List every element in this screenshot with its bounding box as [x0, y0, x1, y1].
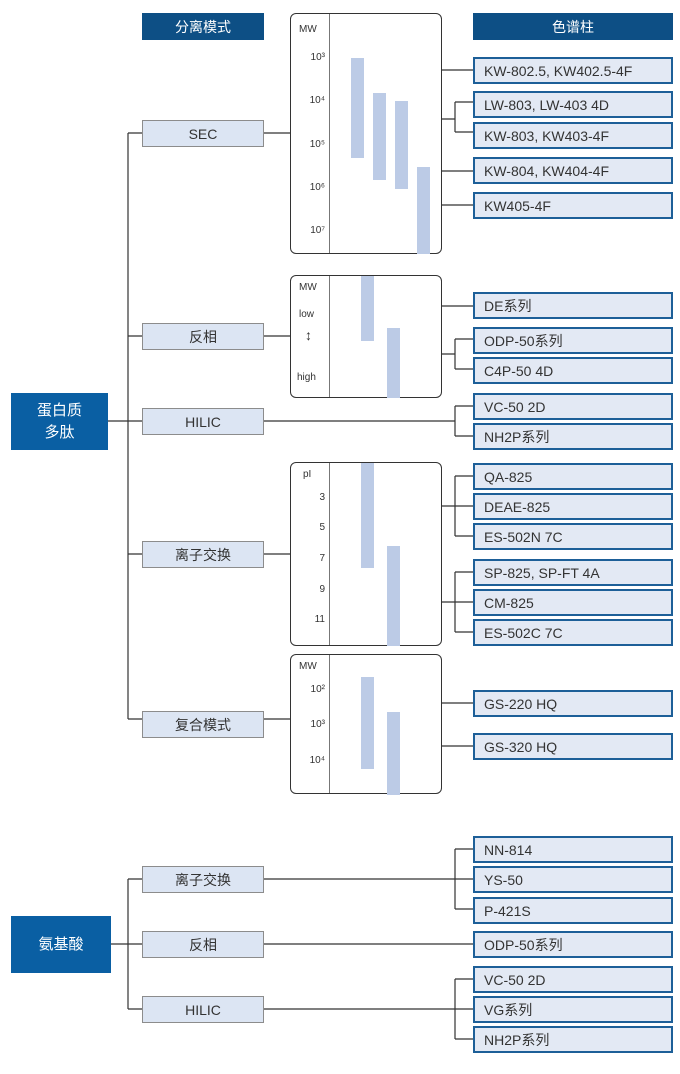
range-bar [373, 93, 386, 180]
range-bar [361, 677, 374, 769]
column-item[interactable]: GS-220 HQ [473, 690, 673, 717]
mode-reversed-phase[interactable]: 反相 [142, 323, 264, 350]
tick-label: 11 [314, 614, 325, 625]
root-line: 蛋白质 [36, 401, 82, 419]
tick-label: 7 [319, 553, 325, 564]
rp-mw-range-chart: MW low ↕ high [290, 275, 442, 398]
column-item[interactable]: ODP-50系列 [473, 931, 673, 958]
root-protein-peptide[interactable]: 蛋白质多肽 [11, 393, 108, 450]
axis-line [329, 276, 330, 397]
column-item[interactable]: KW-804, KW404-4F [473, 157, 673, 184]
column-item[interactable]: KW-803, KW403-4F [473, 122, 673, 149]
column-item[interactable]: DEAE-825 [473, 493, 673, 520]
high-label: high [297, 372, 316, 383]
column-item[interactable]: NN-814 [473, 836, 673, 863]
column-item[interactable]: DE系列 [473, 292, 673, 319]
mixed-mw-range-chart: MW 10² 10³ 10⁴ [290, 654, 442, 795]
column-item[interactable]: VC-50 2D [473, 393, 673, 420]
root-line: 多肽 [44, 423, 75, 441]
range-bar [387, 546, 400, 646]
column-item[interactable]: NH2P系列 [473, 423, 673, 450]
column-item[interactable]: GS-320 HQ [473, 733, 673, 760]
axis-title: MW [299, 24, 317, 35]
tick-label: 10⁶ [309, 182, 325, 193]
column-item[interactable]: ES-502N 7C [473, 523, 673, 550]
iex-pi-range-chart: pI 3 5 7 9 11 [290, 462, 442, 646]
mode-mixed[interactable]: 复合模式 [142, 711, 264, 738]
tick-label: 10⁴ [309, 755, 325, 766]
mode-ion-exchange[interactable]: 离子交换 [142, 866, 264, 893]
root-amino-acid[interactable]: 氨基酸 [11, 916, 111, 973]
column-item[interactable]: SP-825, SP-FT 4A [473, 559, 673, 586]
range-bar [387, 328, 400, 398]
axis-title: MW [299, 282, 317, 293]
mode-reversed-phase[interactable]: 反相 [142, 931, 264, 958]
column-item[interactable]: YS-50 [473, 866, 673, 893]
axis-line [329, 463, 330, 645]
range-bar [361, 463, 374, 568]
column-item[interactable]: QA-825 [473, 463, 673, 490]
axis-title: MW [299, 661, 317, 672]
tick-label: 10⁷ [310, 225, 325, 236]
column-item[interactable]: P-421S [473, 897, 673, 924]
mode-hilic[interactable]: HILIC [142, 408, 264, 435]
column-item[interactable]: ODP-50系列 [473, 327, 673, 354]
axis-line [329, 655, 330, 793]
tick-label: 10³ [310, 719, 325, 730]
range-bar [361, 276, 374, 341]
mode-sec[interactable]: SEC [142, 120, 264, 147]
tick-label: 10² [310, 684, 325, 695]
column-item[interactable]: VG系列 [473, 996, 673, 1023]
mode-hilic[interactable]: HILIC [142, 996, 264, 1023]
column-header: 色谱柱 [473, 13, 673, 40]
mode-header: 分离模式 [142, 13, 264, 40]
tick-label: 10⁵ [309, 139, 325, 150]
tick-label: 10⁴ [309, 95, 325, 106]
column-item[interactable]: LW-803, LW-403 4D [473, 91, 673, 118]
tick-label: 10³ [310, 52, 325, 63]
axis-line [329, 14, 330, 253]
tick-label: 9 [319, 584, 325, 595]
tick-label: 5 [319, 522, 325, 533]
sec-mw-range-chart: MW 10³ 10⁴ 10⁵ 10⁶ 10⁷ [290, 13, 442, 254]
column-item[interactable]: C4P-50 4D [473, 357, 673, 384]
range-bar [351, 58, 364, 158]
column-item[interactable]: ES-502C 7C [473, 619, 673, 646]
column-item[interactable]: CM-825 [473, 589, 673, 616]
column-item[interactable]: NH2P系列 [473, 1026, 673, 1053]
range-bar [417, 167, 430, 254]
column-item[interactable]: KW405-4F [473, 192, 673, 219]
axis-title: pI [303, 469, 312, 480]
column-item[interactable]: VC-50 2D [473, 966, 673, 993]
low-label: low [299, 309, 315, 320]
column-item[interactable]: KW-802.5, KW402.5-4F [473, 57, 673, 84]
tick-label: 3 [319, 492, 325, 503]
up-down-arrow-icon: ↕ [305, 327, 312, 343]
range-bar [387, 712, 400, 795]
mode-ion-exchange[interactable]: 离子交换 [142, 541, 264, 568]
range-bar [395, 101, 408, 189]
